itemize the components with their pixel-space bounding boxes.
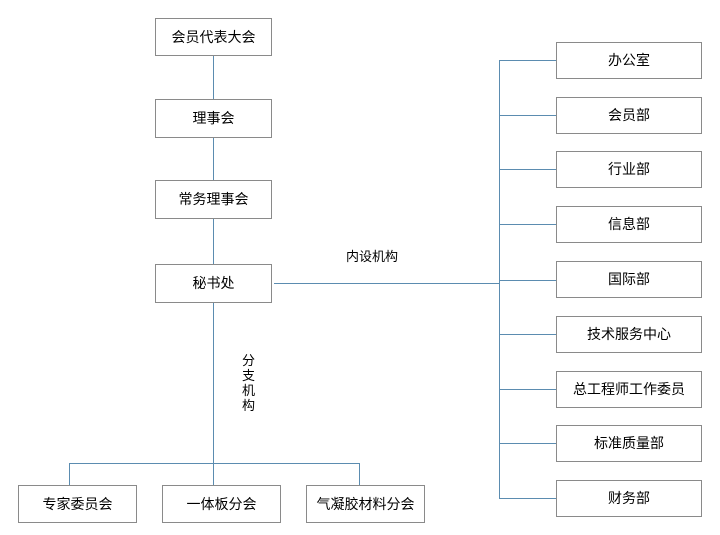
connector-secretariat-branch [213,303,214,463]
node-chief-engineer-committee[interactable]: 总工程师工作委员 [556,371,702,408]
node-tech-service-center-label: 技术服务中心 [587,326,671,343]
node-secretariat[interactable]: 秘书处 [155,264,272,303]
dept-stub-office [499,60,556,61]
node-office[interactable]: 办公室 [556,42,702,79]
node-membership-label: 会员部 [608,107,650,124]
node-finance[interactable]: 财务部 [556,480,702,517]
node-information[interactable]: 信息部 [556,206,702,243]
node-standing-council[interactable]: 常务理事会 [155,180,272,219]
internal-vertical-spine [499,60,500,498]
node-industry-label: 行业部 [608,161,650,178]
branch-horizontal-bar [69,463,359,464]
node-office-label: 办公室 [608,52,650,69]
branch-structure-label: 分支机构 [240,352,257,416]
connector-standing-secretariat [213,219,214,264]
dept-stub-industry [499,169,556,170]
node-tech-service-center[interactable]: 技术服务中心 [556,316,702,353]
dept-stub-tech-service-center [499,334,556,335]
node-assembly[interactable]: 会员代表大会 [155,18,272,56]
node-information-label: 信息部 [608,216,650,233]
connector-secretariat-internal [274,283,499,284]
node-aerogel-materials[interactable]: 气凝胶材料分会 [306,485,425,523]
node-assembly-label: 会员代表大会 [171,28,256,45]
dept-stub-international [499,280,556,281]
dept-stub-standards-quality [499,443,556,444]
node-international[interactable]: 国际部 [556,261,702,298]
connector-council-standing [213,138,214,180]
node-integrated-board-label: 一体板分会 [186,495,257,512]
node-chief-engineer-committee-label: 总工程师工作委员 [573,381,685,398]
dept-stub-finance [499,498,556,499]
node-aerogel-materials-label: 气凝胶材料分会 [316,495,415,512]
dept-stub-membership [499,115,556,116]
node-finance-label: 财务部 [608,490,650,507]
node-integrated-board[interactable]: 一体板分会 [162,485,281,523]
node-standing-council-label: 常务理事会 [178,191,249,208]
node-industry[interactable]: 行业部 [556,151,702,188]
node-standards-quality-label: 标准质量部 [594,435,664,452]
branch-drop-aerogel [359,463,360,485]
branch-drop-integrated [213,463,214,485]
node-standards-quality[interactable]: 标准质量部 [556,425,702,462]
node-council-label: 理事会 [192,110,235,127]
dept-stub-information [499,224,556,225]
node-expert-committee-label: 专家委员会 [42,495,113,512]
connector-assembly-council [213,56,214,99]
node-international-label: 国际部 [608,271,650,288]
node-membership[interactable]: 会员部 [556,97,702,134]
internal-structure-label: 内设机构 [343,246,402,265]
dept-stub-chief-engineer-committee [499,389,556,390]
branch-drop-expert [69,463,70,485]
node-council[interactable]: 理事会 [155,99,272,138]
node-secretariat-label: 秘书处 [192,275,235,292]
node-expert-committee[interactable]: 专家委员会 [18,485,137,523]
